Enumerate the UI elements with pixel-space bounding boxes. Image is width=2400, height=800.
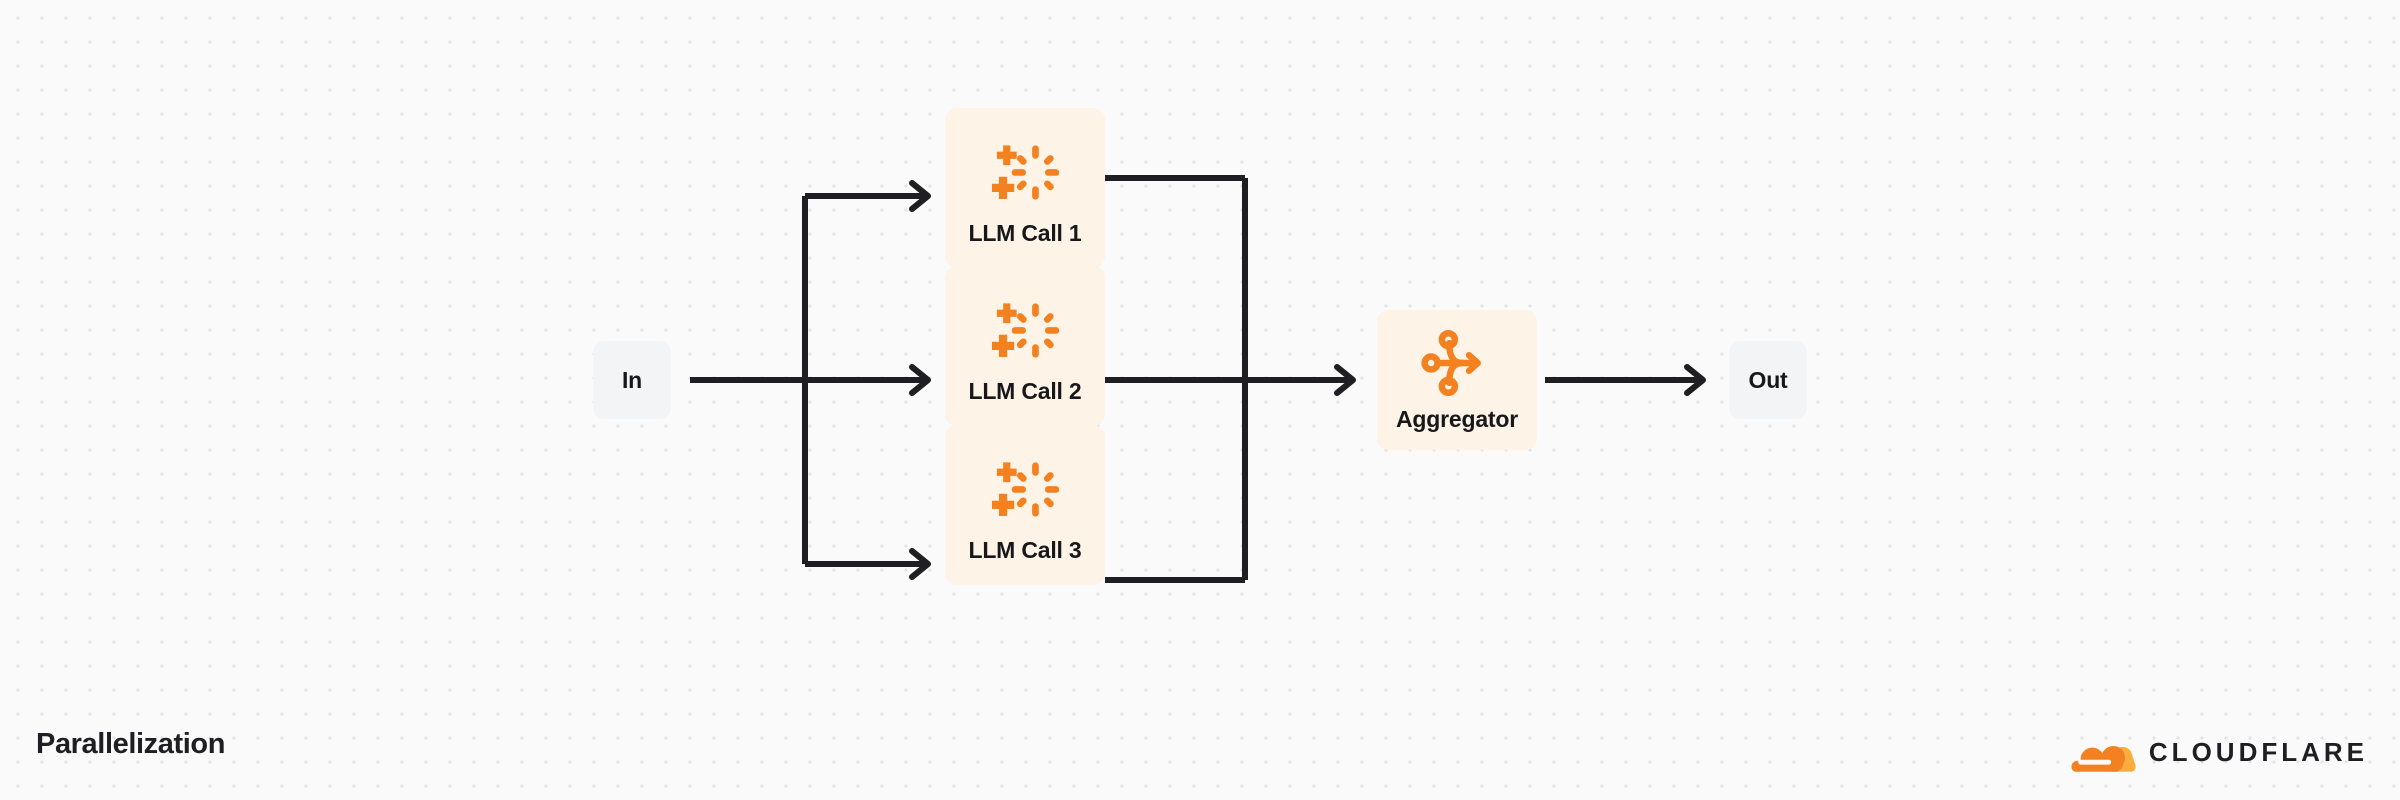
arrowhead-to-llm2 — [912, 367, 928, 393]
node-llm-call-1[interactable]: LLM Call 1 — [945, 108, 1105, 268]
node-input-label: In — [621, 366, 643, 393]
arrowhead-to-out — [1687, 367, 1703, 393]
node-output-label: Out — [1748, 366, 1788, 393]
node-llm-call-1-label: LLM Call 1 — [968, 219, 1082, 246]
aggregator-merge-icon — [1421, 329, 1481, 396]
node-llm-call-2[interactable]: LLM Call 2 — [945, 266, 1105, 426]
cloudflare-logo: CLOUDFLARE — [2071, 730, 2368, 774]
node-aggregator[interactable]: Aggregator — [1377, 310, 1537, 450]
cloudflare-cloud-icon — [2071, 745, 2136, 772]
ai-sparkle-icon — [991, 302, 1060, 358]
arrowhead-to-llm3 — [912, 551, 928, 577]
ai-sparkle-icon — [991, 144, 1060, 200]
node-output[interactable]: Out — [1729, 341, 1807, 419]
node-llm-call-3[interactable]: LLM Call 3 — [945, 425, 1105, 585]
cloudflare-wordmark: CLOUDFLARE — [2148, 736, 2368, 767]
node-llm-call-3-label: LLM Call 3 — [968, 536, 1082, 563]
node-input[interactable]: In — [593, 341, 671, 419]
diagram-title: Parallelization — [36, 728, 226, 760]
node-aggregator-label: Aggregator — [1396, 405, 1518, 432]
arrowhead-to-llm1 — [912, 183, 928, 209]
arrowhead-to-aggregator — [1337, 367, 1353, 393]
node-llm-call-2-label: LLM Call 2 — [968, 377, 1082, 404]
ai-sparkle-icon — [991, 461, 1060, 517]
